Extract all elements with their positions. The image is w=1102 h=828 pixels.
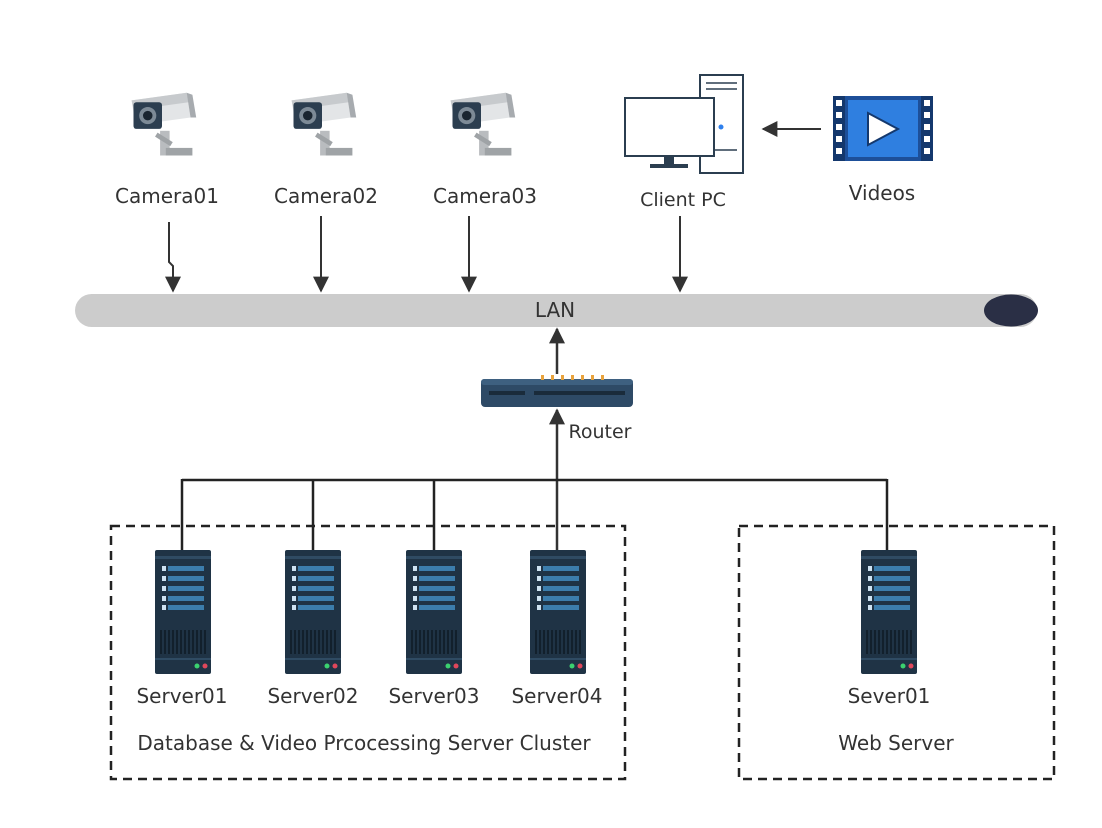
server-4: Server04 (511, 550, 603, 708)
client-pc-label: Client PC (640, 189, 726, 211)
server-label: Server02 (267, 684, 358, 708)
camera-icon (132, 93, 197, 156)
camera-2: Camera02 (274, 93, 378, 208)
server-label: Server01 (136, 684, 227, 708)
cluster-group (109, 524, 627, 781)
camera-3: Camera03 (433, 93, 537, 208)
server-3: Server03 (388, 550, 480, 708)
web-server-group (737, 524, 1056, 781)
lan-label: LAN (535, 298, 575, 322)
server-2: Server02 (267, 550, 359, 708)
server-icon (861, 550, 917, 674)
web-server-1: Sever01 (848, 550, 931, 708)
router-label: Router (569, 421, 632, 443)
lan-bus (75, 294, 1038, 327)
router: Router (481, 375, 633, 443)
video-play-icon (833, 96, 933, 161)
server-icon (406, 550, 462, 674)
camera-icon (451, 93, 516, 156)
router-icon (481, 375, 633, 407)
videos-label: Videos (849, 181, 915, 205)
camera-label: Camera03 (433, 184, 537, 208)
camera-icon (292, 93, 357, 156)
server-icon (530, 550, 586, 674)
server-label: Server03 (388, 684, 479, 708)
server-backbone (180, 478, 889, 550)
server-icon (285, 550, 341, 674)
desktop-pc-icon (624, 74, 744, 174)
client-pc: Client PC (624, 74, 744, 211)
camera-label: Camera02 (274, 184, 378, 208)
server-label: Sever01 (848, 684, 931, 708)
videos: Videos (833, 96, 933, 205)
server-label: Server04 (511, 684, 602, 708)
cluster-label: Database & Video Prcocessing Server Clus… (137, 731, 591, 755)
camera-label: Camera01 (115, 184, 219, 208)
web-server-label: Web Server (838, 731, 954, 755)
camera1-arrow (165, 222, 181, 293)
camera-1: Camera01 (115, 93, 219, 208)
server-icon (155, 550, 211, 674)
server-1: Server01 (136, 550, 228, 708)
